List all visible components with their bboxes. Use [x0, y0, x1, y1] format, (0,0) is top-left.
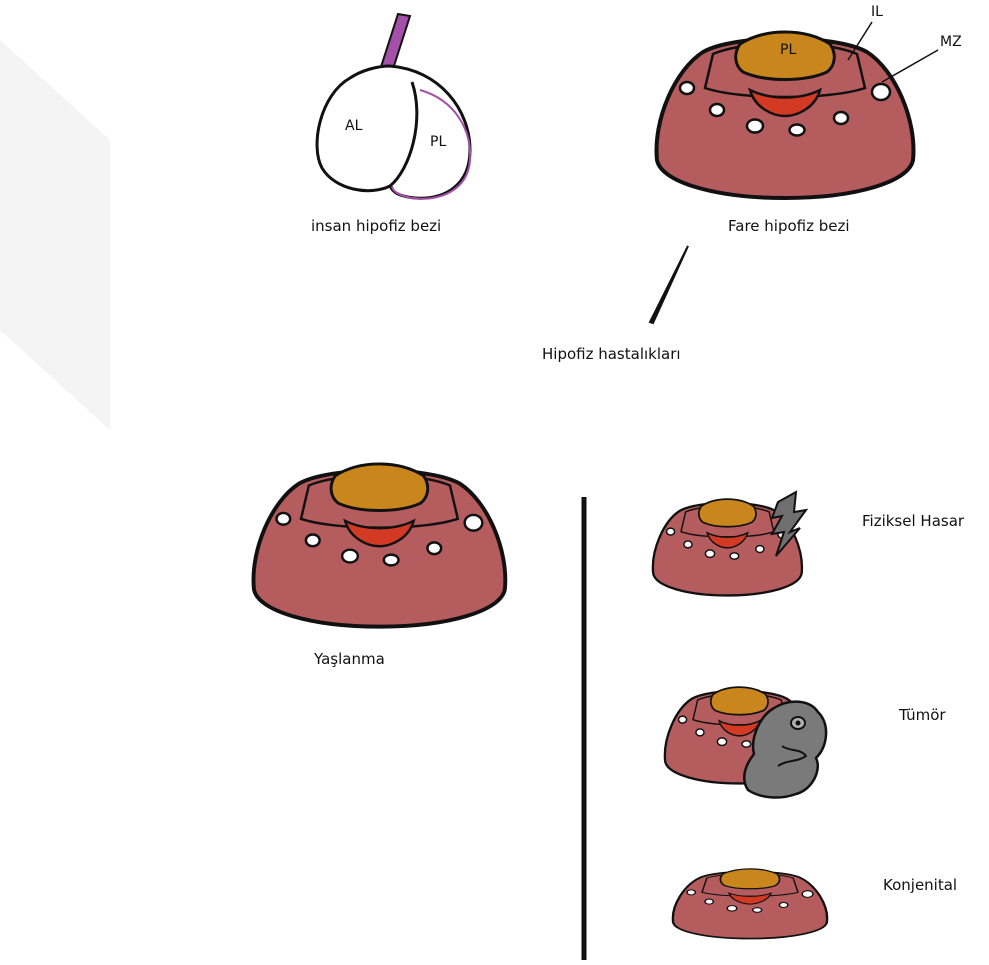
congenital-label: Konjenital — [883, 876, 957, 894]
congenital-gland-drawing — [673, 869, 827, 939]
aging-gland-drawing — [253, 464, 505, 627]
mouse-caption: Fare hipofiz bezi — [728, 217, 850, 235]
human-caption: insan hipofiz bezi — [311, 217, 441, 235]
mouse-pl-label: PL — [780, 42, 796, 58]
aging-label: Yaşlanma — [314, 650, 385, 668]
mz-pointer-line — [882, 50, 938, 82]
watermark-shape — [0, 40, 110, 430]
tumor-label: Tümör — [899, 706, 946, 724]
physical-damage-label: Fiziksel Hasar — [862, 512, 964, 530]
connector-line — [650, 246, 688, 323]
human-pituitary-drawing — [317, 14, 470, 199]
human-al-label: AL — [345, 118, 362, 134]
mouse-il-label: IL — [871, 4, 883, 20]
mouse-mz-label: MZ — [940, 34, 962, 50]
diseases-label: Hipofiz hastalıkları — [542, 345, 681, 363]
human-pl-label: PL — [430, 134, 446, 150]
